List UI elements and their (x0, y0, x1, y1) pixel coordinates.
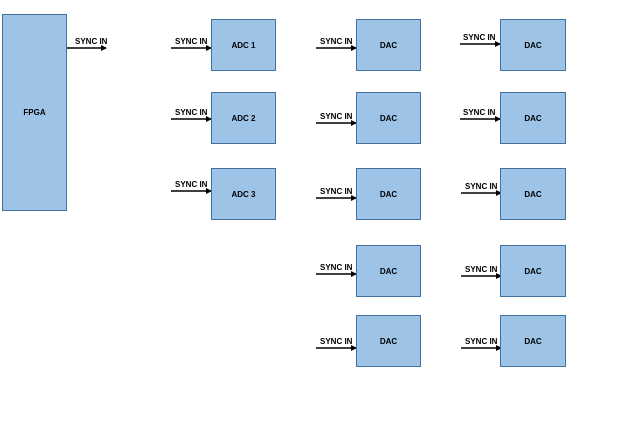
dac-c2-1-sync-label: SYNC IN (463, 33, 496, 42)
dac-c2-2-block: DAC (500, 92, 566, 144)
dac-c1-2-sync-label: SYNC IN (320, 112, 353, 121)
fpga-label: FPGA (23, 108, 46, 117)
dac-c2-3-block: DAC (500, 168, 566, 220)
dac-c1-4-label: DAC (379, 266, 398, 276)
dac-c1-1-block: DAC (356, 19, 421, 71)
adc-3-sync-label: SYNC IN (175, 180, 208, 189)
dac-c1-3-block: DAC (356, 168, 421, 220)
dac-c1-1-label: DAC (379, 40, 398, 50)
dac-c1-3-sync-label: SYNC IN (320, 187, 353, 196)
dac-c2-2-label: DAC (524, 113, 542, 123)
dac-c2-5-sync-label: SYNC IN (465, 337, 498, 346)
dac-c2-2-sync-label: SYNC IN (463, 108, 496, 117)
dac-c1-4-sync-label: SYNC IN (320, 263, 353, 272)
adc-1-block: ADC 1 (211, 19, 276, 71)
dac-c2-3-sync-label: SYNC IN (465, 182, 498, 191)
dac-c1-2-label: DAC (379, 113, 398, 123)
dac-c2-4-label: DAC (524, 266, 542, 276)
dac-c1-3-label: DAC (379, 189, 398, 199)
adc-1-label: ADC 1 (231, 40, 256, 50)
adc-3-label: ADC 3 (231, 189, 256, 199)
adc-2-sync-label: SYNC IN (175, 108, 208, 117)
dac-c1-5-label: DAC (379, 336, 398, 346)
adc-2-block: ADC 2 (211, 92, 276, 144)
fpga-sync-label: SYNC IN (75, 37, 108, 46)
dac-c1-4-block: DAC (356, 245, 421, 297)
dac-c2-4-block: DAC (500, 245, 566, 297)
dac-c1-5-block: DAC (356, 315, 421, 367)
dac-c1-1-sync-label: SYNC IN (320, 37, 353, 46)
dac-c1-5-sync-label: SYNC IN (320, 337, 353, 346)
dac-c2-5-block: DAC (500, 315, 566, 367)
dac-c2-5-label: DAC (524, 336, 542, 346)
dac-c2-4-sync-label: SYNC IN (465, 265, 498, 274)
adc-3-block: ADC 3 (211, 168, 276, 220)
dac-c2-1-label: DAC (524, 40, 542, 50)
fpga-block: FPGA (2, 14, 67, 211)
adc-1-sync-label: SYNC IN (175, 37, 208, 46)
dac-c2-3-label: DAC (524, 189, 542, 199)
adc-2-label: ADC 2 (231, 113, 256, 123)
dac-c1-2-block: DAC (356, 92, 421, 144)
dac-c2-1-block: DAC (500, 19, 566, 71)
